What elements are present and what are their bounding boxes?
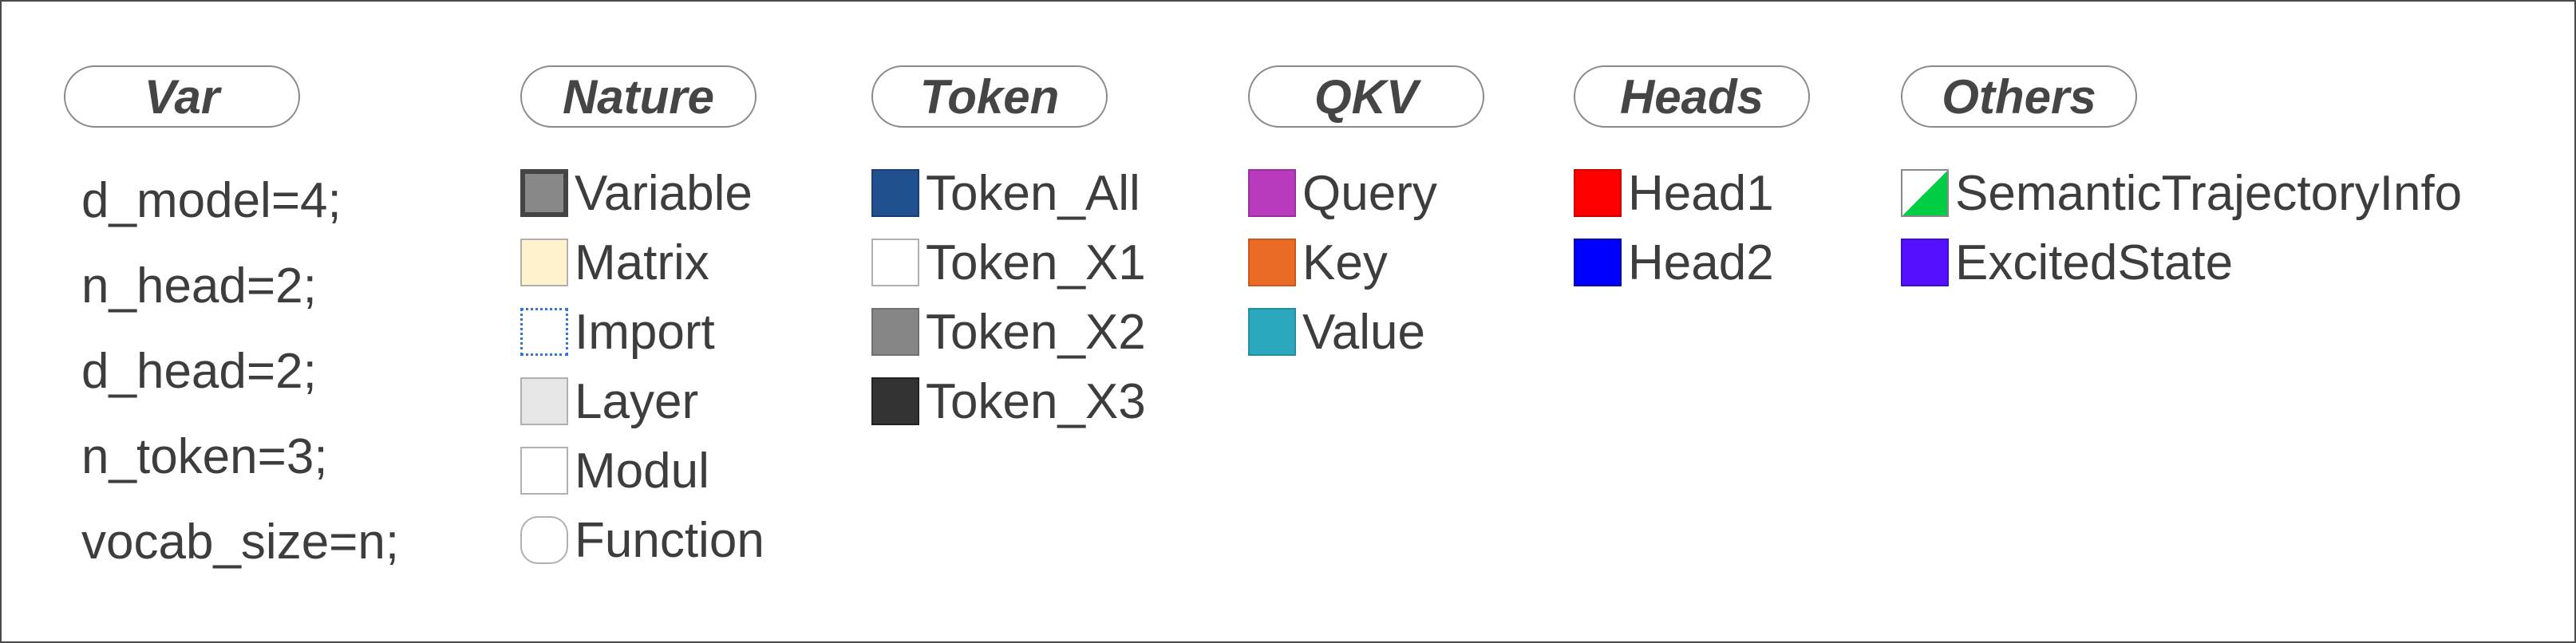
import-swatch-icon [520, 308, 568, 356]
nature-item-label: Layer [575, 373, 699, 429]
token-x3-swatch-icon [871, 377, 919, 425]
nature-item-matrix: Matrix [520, 235, 709, 290]
token-item-x1: Token_X1 [871, 235, 1146, 290]
others-item-semantic-trajectory: SemanticTrajectoryInfo [1901, 166, 2462, 221]
heads-item-head1: Head1 [1574, 166, 1774, 221]
others-header: Others [1901, 65, 2137, 128]
var-line-d-head: d_head=2; [81, 344, 317, 399]
var-line-d-model: d_model=4; [81, 173, 342, 228]
heads-item-head2: Head2 [1574, 235, 1774, 290]
others-item-label: SemanticTrajectoryInfo [1955, 165, 2463, 221]
token-item-all: Token_All [871, 166, 1140, 221]
token-item-x2: Token_X2 [871, 305, 1146, 360]
qkv-item-query: Query [1248, 166, 1437, 221]
head1-swatch-icon [1574, 169, 1622, 217]
token-header: Token [871, 65, 1108, 128]
layer-swatch-icon [520, 377, 568, 425]
nature-item-import: Import [520, 305, 715, 360]
semantic-trajectory-swatch-icon [1901, 169, 1949, 217]
token-item-label: Token_X2 [926, 304, 1146, 360]
qkv-item-label: Query [1302, 165, 1437, 221]
nature-item-label: Function [575, 512, 765, 568]
heads-item-label: Head2 [1628, 235, 1774, 290]
qkv-item-key: Key [1248, 235, 1388, 290]
modul-swatch-icon [520, 447, 568, 495]
excited-state-swatch-icon [1901, 239, 1949, 286]
token-all-swatch-icon [871, 169, 919, 217]
function-swatch-icon [520, 516, 568, 564]
query-swatch-icon [1248, 169, 1296, 217]
var-header: Var [64, 65, 300, 128]
nature-header: Nature [520, 65, 757, 128]
token-item-x3: Token_X3 [871, 374, 1146, 429]
head2-swatch-icon [1574, 239, 1622, 286]
qkv-item-value: Value [1248, 305, 1425, 360]
qkv-item-label: Value [1302, 304, 1425, 360]
var-line-vocab-size: vocab_size=n; [81, 515, 400, 570]
token-item-label: Token_X3 [926, 373, 1146, 429]
qkv-header: QKV [1248, 65, 1484, 128]
token-x2-swatch-icon [871, 308, 919, 356]
nature-item-label: Variable [575, 165, 753, 221]
nature-item-label: Matrix [575, 235, 709, 290]
token-item-label: Token_All [926, 165, 1140, 221]
var-line-n-token: n_token=3; [81, 429, 328, 484]
heads-header: Heads [1574, 65, 1810, 128]
key-swatch-icon [1248, 239, 1296, 286]
variable-swatch-icon [520, 169, 568, 217]
heads-item-label: Head1 [1628, 165, 1774, 221]
value-swatch-icon [1248, 308, 1296, 356]
others-item-excited-state: ExcitedState [1901, 235, 2233, 290]
token-x1-swatch-icon [871, 239, 919, 286]
token-item-label: Token_X1 [926, 235, 1146, 290]
nature-item-function: Function [520, 513, 765, 568]
nature-item-label: Modul [575, 443, 709, 499]
nature-item-label: Import [575, 304, 715, 360]
qkv-item-label: Key [1302, 235, 1388, 290]
others-item-label: ExcitedState [1955, 235, 2234, 290]
matrix-swatch-icon [520, 239, 568, 286]
nature-item-layer: Layer [520, 374, 698, 429]
var-line-n-head: n_head=2; [81, 258, 317, 314]
nature-item-modul: Modul [520, 444, 709, 499]
nature-item-variable: Variable [520, 166, 753, 221]
